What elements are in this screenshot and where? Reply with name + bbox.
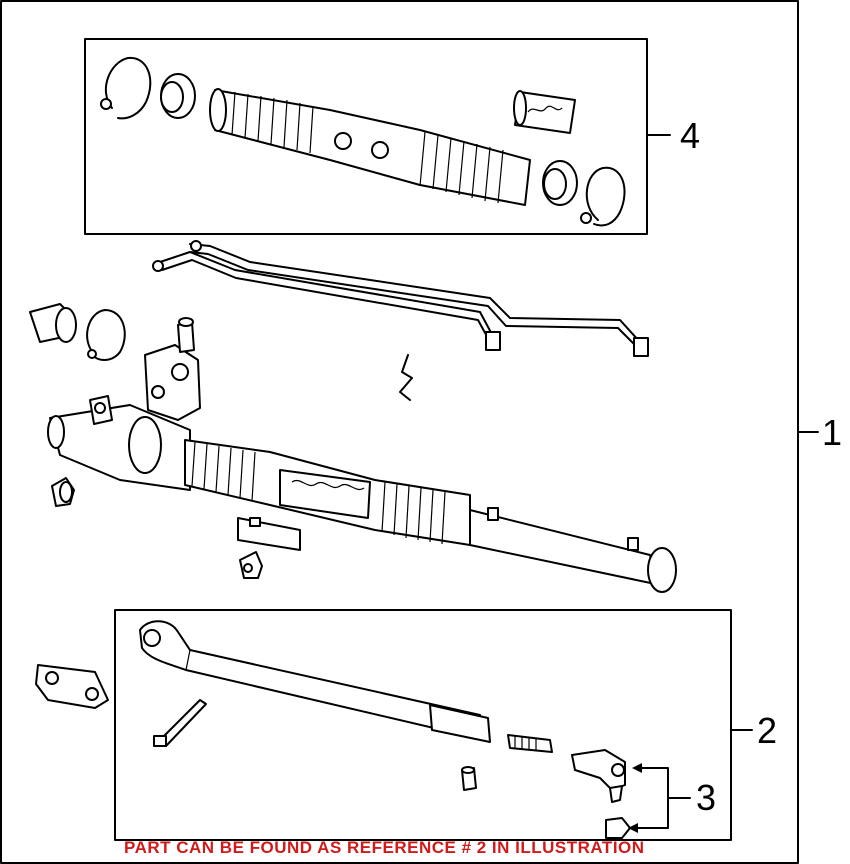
inlet-cap-and-clip (29, 303, 126, 361)
callout-label-3: 3 (696, 777, 717, 818)
tie-rod-box (114, 609, 732, 841)
callout-label-4: 4 (680, 115, 701, 156)
bellows-kit-parts (100, 56, 626, 227)
tie-rod-parts (139, 620, 631, 839)
bellows-kit-box (84, 38, 648, 235)
pressure-lines (152, 240, 649, 357)
callout-label-2: 2 (757, 710, 778, 751)
callout-label-1: 1 (822, 412, 843, 453)
reference-note: PART CAN BE FOUND AS REFERENCE # 2 IN IL… (124, 838, 645, 857)
hose-clip (399, 354, 413, 401)
callout-3-bracket (628, 763, 691, 833)
mounting-bushings (51, 477, 301, 579)
rack-housing (47, 317, 677, 593)
mounting-plate (35, 664, 109, 709)
